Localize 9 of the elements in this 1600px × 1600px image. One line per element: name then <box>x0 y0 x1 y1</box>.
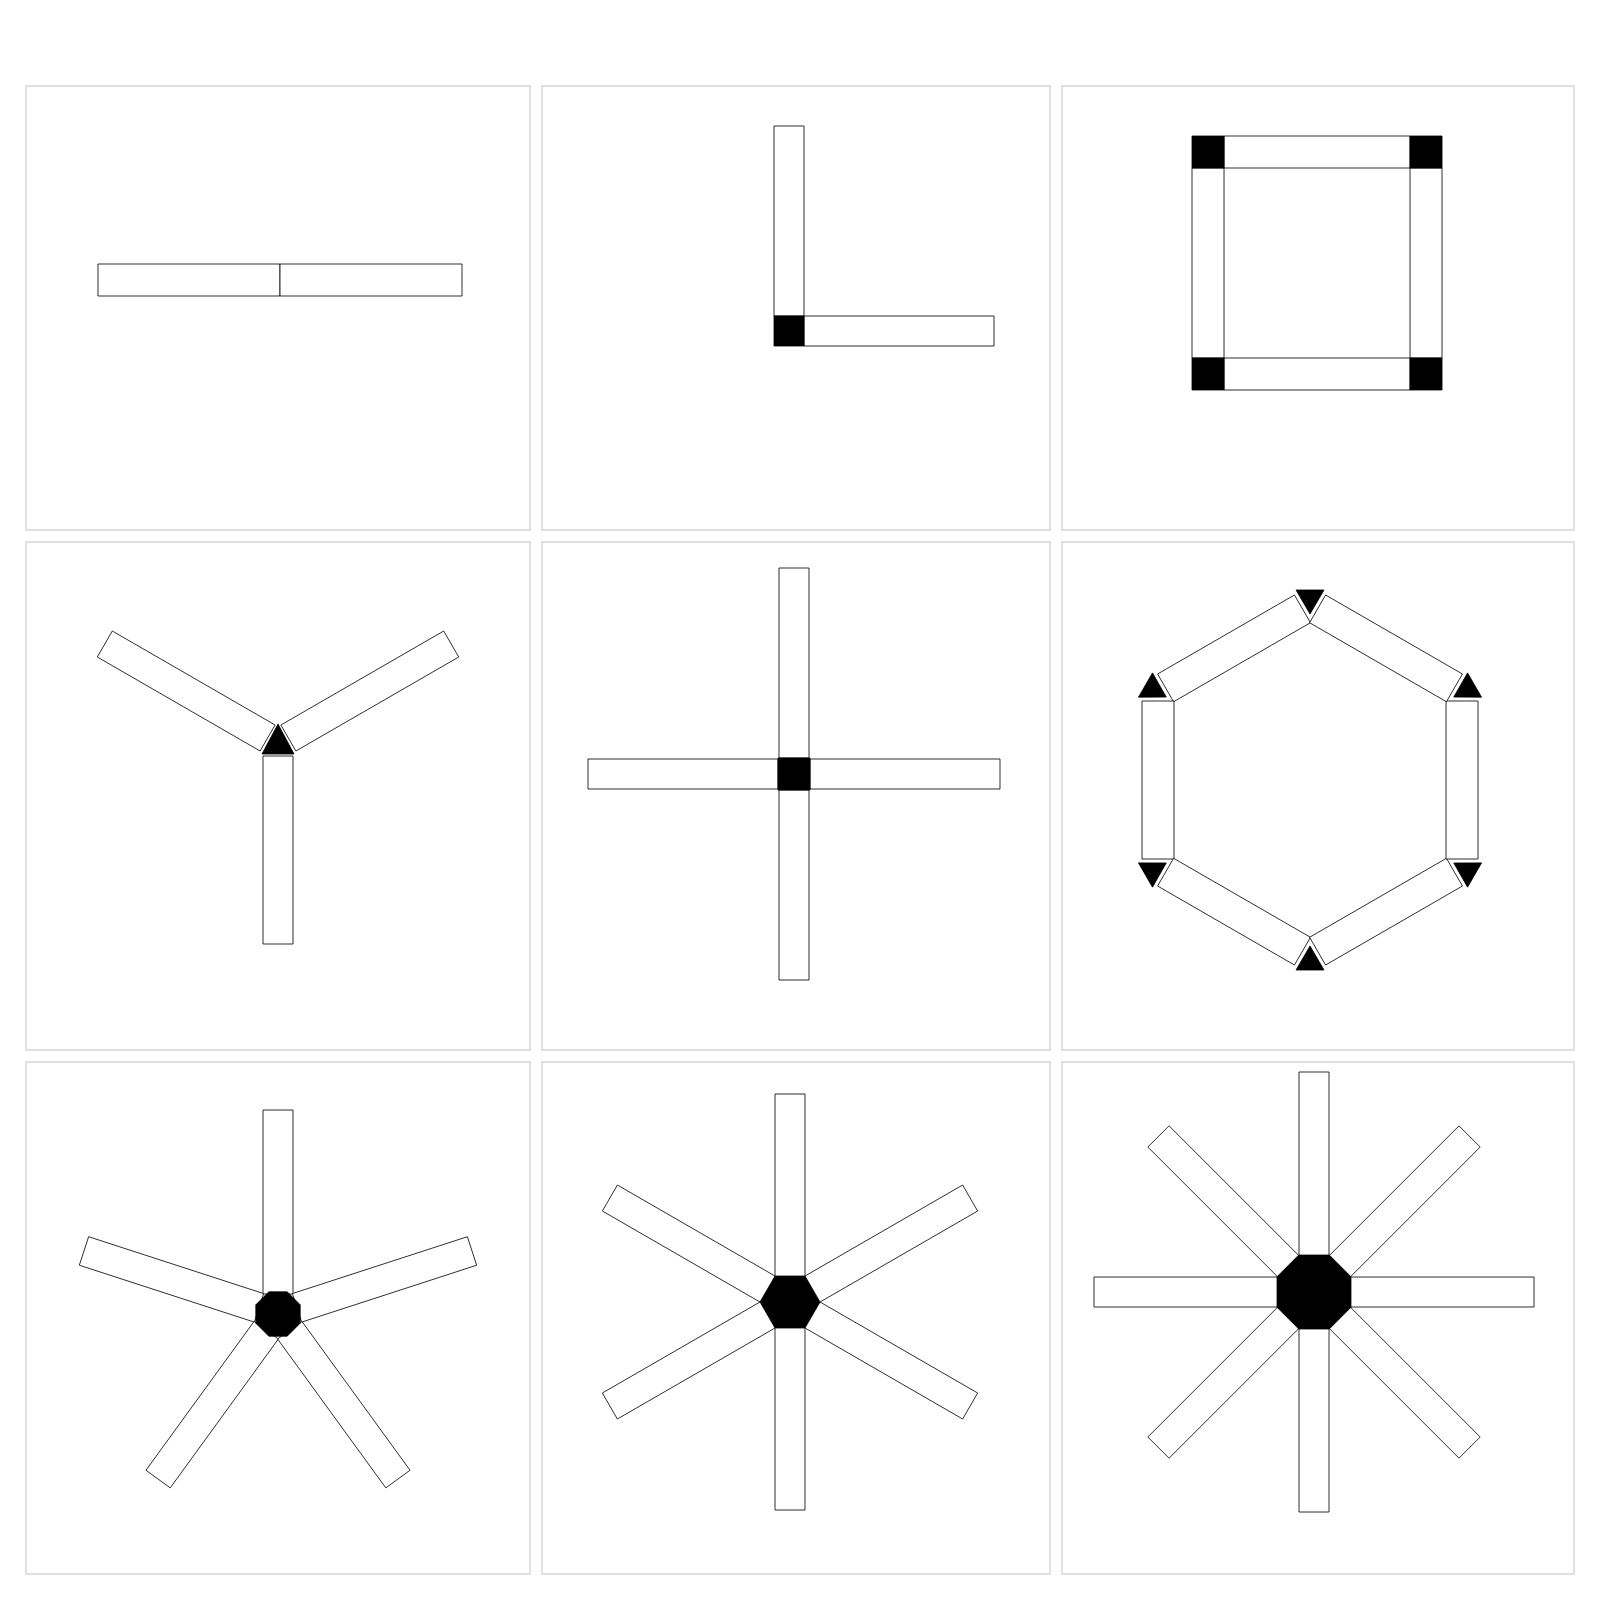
panel-frame <box>25 1061 531 1575</box>
panel-frame <box>541 85 1051 531</box>
panel-frame <box>1061 541 1575 1051</box>
panel-frame <box>541 541 1051 1051</box>
panel-frame <box>25 85 531 531</box>
panel-frame <box>1061 85 1575 531</box>
panel-frame <box>25 541 531 1051</box>
panel-frame <box>1061 1061 1575 1575</box>
panel-frame <box>541 1061 1051 1575</box>
